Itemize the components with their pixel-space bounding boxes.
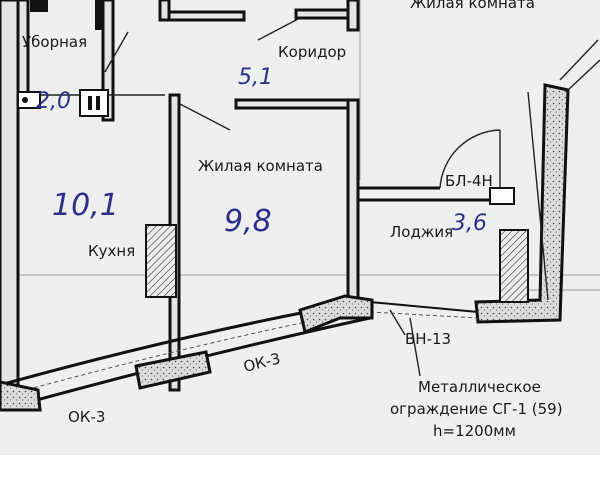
corridor-wall: [346, 0, 360, 32]
bottom-margin: [0, 455, 600, 500]
corridor-wall: [158, 0, 171, 22]
pier: [0, 380, 42, 412]
corridor-area: 5,1: [238, 65, 273, 90]
living-room-area: 9,8: [224, 204, 272, 239]
pier: [298, 294, 374, 335]
fence-leader: [409, 317, 421, 377]
parapet-line: [559, 39, 599, 81]
shaft-mark: [96, 96, 100, 110]
fence-note-line2: ограждение СГ-1 (59): [390, 400, 563, 418]
kitchen-area: 10,1: [52, 188, 119, 223]
corridor-label: Коридор: [278, 43, 346, 61]
shaft-mark: [88, 96, 92, 110]
vent-leader: [389, 309, 406, 336]
fence-note-line1: Металлическое: [418, 378, 541, 396]
toilet-wall-right: [101, 0, 115, 122]
parapet-line: [567, 59, 600, 91]
window-glazing: [0, 308, 371, 398]
toilet-area: 2,0: [36, 89, 71, 114]
toilet-fixture: [95, 0, 103, 30]
fence-note-line3: h=1200мм: [433, 422, 516, 440]
living-wall-top: [234, 98, 360, 110]
vent-block: [145, 224, 177, 298]
balcony-door-code: БЛ-4Н: [445, 172, 493, 190]
corridor-wall: [167, 10, 246, 22]
corridor-door-leaf: [257, 17, 301, 41]
kitchen-label: Кухня: [88, 242, 135, 260]
paper: [0, 0, 600, 455]
loggia-area: 3,6: [452, 211, 487, 236]
left-outer-wall: [0, 0, 20, 397]
toilet-label: Уборная: [22, 33, 87, 51]
loggia-label: Лоджия: [390, 223, 453, 241]
shaft-icon: [79, 89, 109, 117]
sink-icon: [17, 91, 41, 109]
living-door-leaf: [179, 103, 231, 131]
drain-icon: [22, 97, 28, 103]
toilet-door-leaf: [104, 31, 129, 73]
parapet-line: [527, 91, 549, 301]
toilet-fixture: [30, 0, 48, 12]
loggia-column: [499, 229, 529, 303]
window-code-left: ОК-3: [68, 408, 105, 426]
living-top-label: Жилая комната: [410, 0, 535, 12]
door-frame: [489, 187, 515, 205]
balcony-door-swing: [439, 129, 501, 189]
vent-code: ВН-13: [405, 330, 451, 348]
living-room-label: Жилая комната: [198, 157, 323, 175]
loggia-fence: [369, 301, 479, 313]
pier: [134, 350, 212, 390]
